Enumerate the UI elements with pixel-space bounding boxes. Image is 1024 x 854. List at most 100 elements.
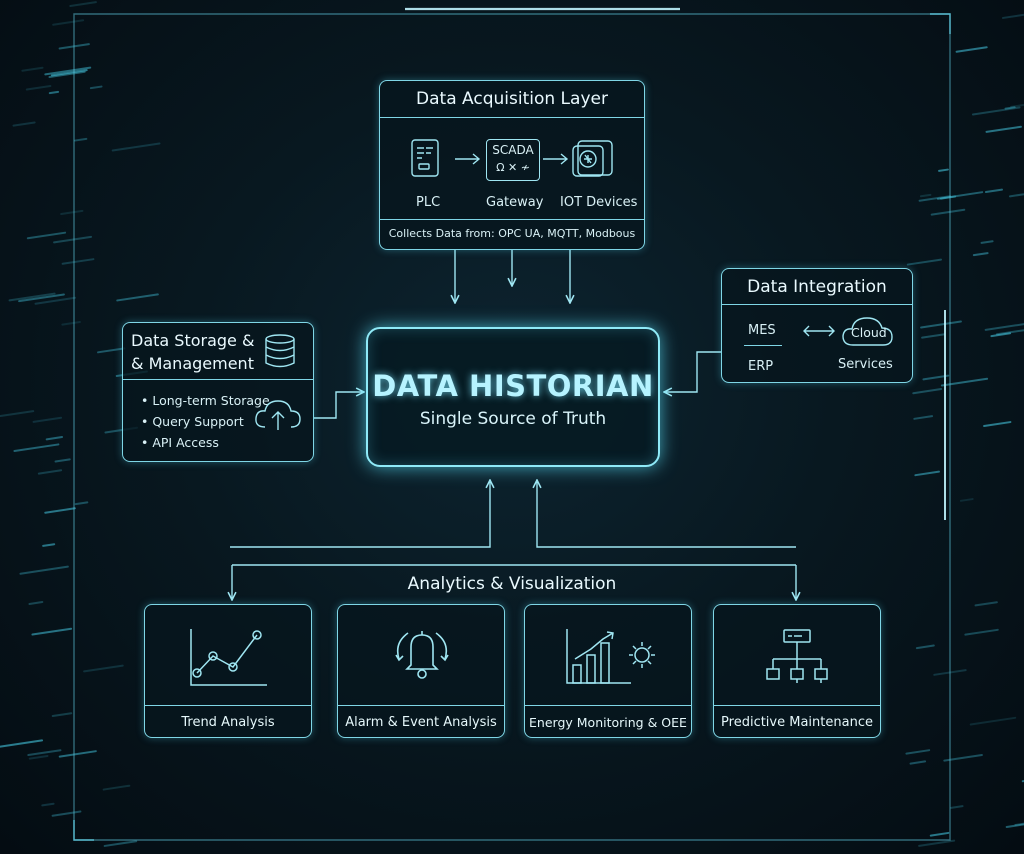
- bg-streak: [41, 802, 55, 807]
- bg-streak: [969, 716, 1017, 726]
- trend-analysis-panel: Trend Analysis: [144, 604, 312, 738]
- energy-oee-label: Energy Monitoring & OEE: [529, 715, 687, 730]
- bg-streak: [974, 601, 998, 607]
- services-label: Services: [838, 357, 893, 372]
- bg-streak: [12, 121, 36, 127]
- hierarchy-icon: [762, 625, 834, 687]
- energy-oee-panel: Energy Monitoring & OEE: [524, 604, 692, 738]
- bg-streak: [83, 664, 124, 673]
- bg-streak: [60, 209, 84, 216]
- line-chart-icon: [187, 625, 271, 691]
- historian-subtitle: Single Source of Truth: [419, 409, 607, 429]
- bg-streak: [34, 296, 77, 305]
- storage-bullet-3: • API Access: [141, 435, 219, 450]
- bg-streak: [58, 43, 90, 50]
- arrow-integration: [664, 351, 722, 392]
- bg-streak: [1008, 193, 1024, 198]
- collects-data-text: Collects Data from: OPC UA, MQTT, Modbou…: [388, 227, 636, 240]
- bidirectional-arrow-icon: [803, 325, 835, 337]
- scada-gateway-icon: SCADA Ω ✕ ≁: [486, 139, 540, 181]
- analytics-title: Analytics & Visualization: [407, 574, 617, 594]
- energy-divider: [525, 705, 691, 706]
- outer-frame: [73, 7, 951, 841]
- trend-divider: [145, 705, 311, 706]
- bg-streak: [984, 188, 1003, 194]
- bg-streak: [1010, 103, 1024, 108]
- predictive-maintenance-label: Predictive Maintenance: [721, 715, 873, 730]
- mes-erp-divider: [744, 345, 782, 346]
- bg-streak: [1004, 106, 1016, 110]
- bg-streak: [26, 231, 67, 240]
- cloud-icon: [840, 313, 896, 349]
- bg-streak: [906, 258, 943, 266]
- bg-streak: [905, 749, 931, 755]
- acquisition-title: Data Acquisition Layer: [416, 89, 608, 109]
- scada-text: SCADA: [492, 143, 534, 157]
- bg-streak: [8, 292, 56, 302]
- historian-title: DATA HISTORIAN: [372, 369, 654, 403]
- scada-symbols: Ω ✕ ≁: [496, 161, 530, 174]
- acquisition-box: Data Acquisition Layer SCADA Ω ✕ ≁: [379, 80, 645, 250]
- trend-analysis-label: Trend Analysis: [181, 715, 275, 730]
- bg-streak: [54, 458, 71, 463]
- bg-streak: [111, 142, 161, 152]
- database-icon: [263, 333, 297, 369]
- bar-chart-gear-icon: [563, 625, 661, 689]
- bg-streak: [939, 195, 957, 200]
- bg-streak: [89, 85, 103, 90]
- alarm-event-label: Alarm & Event Analysis: [345, 715, 497, 730]
- bg-streak: [44, 507, 76, 514]
- arrow-gateway-iot: [543, 153, 569, 165]
- bg-streak: [955, 46, 988, 53]
- bg-streak: [940, 377, 989, 387]
- bg-streak: [74, 501, 89, 506]
- bg-streak: [909, 760, 927, 765]
- bg-streak: [27, 749, 62, 757]
- bg-streak: [933, 669, 967, 676]
- bg-streak: [983, 421, 1012, 428]
- bg-streak: [61, 258, 95, 265]
- integration-title: Data Integration: [747, 277, 887, 297]
- data-historian-box: DATA HISTORIAN Single Source of Truth: [366, 327, 660, 467]
- bg-streak: [69, 1, 97, 7]
- plc-label: PLC: [416, 195, 441, 210]
- bg-streak: [0, 739, 44, 748]
- plc-icon: [410, 138, 442, 180]
- bg-streak: [943, 754, 983, 762]
- bg-streak: [912, 388, 943, 395]
- storage-box: Data Storage & & Management • Long-term …: [122, 322, 314, 462]
- bell-icon: [384, 625, 460, 681]
- bg-streak: [990, 332, 1012, 338]
- bg-streak: [985, 125, 1022, 133]
- bg-streak: [971, 106, 1021, 116]
- bg-streak: [25, 85, 52, 91]
- gateway-label: Gateway: [486, 195, 544, 210]
- cloud-upload-icon: [253, 397, 303, 431]
- bg-streak: [1005, 823, 1024, 828]
- bg-streak: [921, 333, 945, 339]
- integration-box: Data Integration MES ERP Cloud Services: [721, 268, 913, 383]
- bg-streak: [32, 416, 63, 423]
- arrow-analytics-up-1: [230, 480, 490, 548]
- bg-streak: [73, 137, 88, 142]
- bg-streak: [48, 90, 60, 95]
- bg-streak: [984, 323, 1024, 331]
- bg-streak: [61, 321, 81, 326]
- bg-streak: [97, 347, 126, 354]
- bg-streak: [102, 784, 131, 791]
- bg-streak: [920, 320, 962, 329]
- iot-devices-label: IOT Devices: [560, 195, 638, 210]
- bg-streak: [919, 193, 932, 198]
- alarm-divider: [338, 705, 504, 706]
- storage-bullet-1: • Long-term Storage: [141, 393, 270, 408]
- erp-label: ERP: [748, 359, 774, 374]
- bg-streak: [964, 628, 999, 636]
- bg-streak: [58, 750, 97, 758]
- bg-streak: [930, 208, 966, 216]
- bg-streak: [918, 195, 952, 202]
- bg-streak: [0, 410, 35, 418]
- predictive-maintenance-panel: Predictive Maintenance: [713, 604, 881, 738]
